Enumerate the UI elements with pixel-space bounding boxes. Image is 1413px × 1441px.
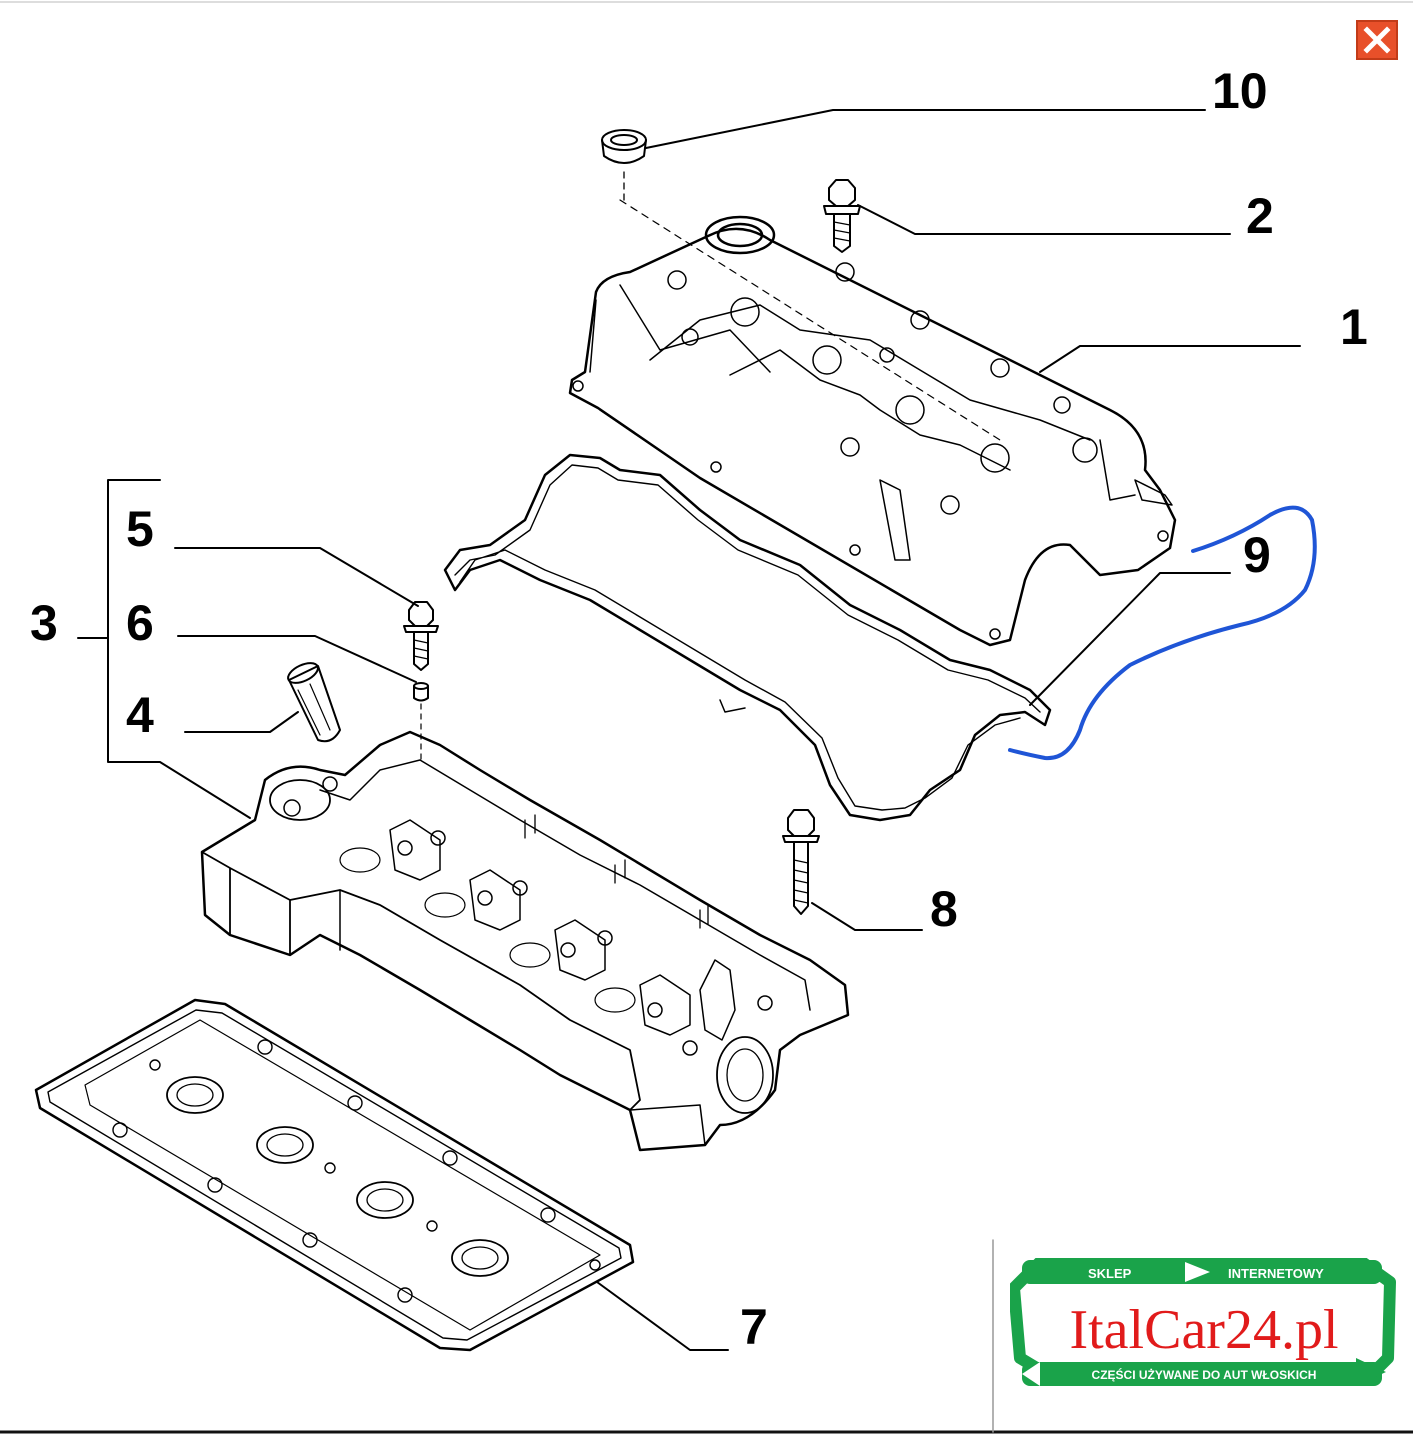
callout-2: 2 bbox=[1246, 188, 1274, 244]
callout-7: 7 bbox=[740, 1299, 768, 1355]
logo-text-sklep: SKLEP bbox=[1088, 1266, 1132, 1281]
part-9-cover-gasket bbox=[443, 453, 1052, 822]
part-10-oil-cap bbox=[601, 129, 647, 206]
logo-arrow-frame bbox=[1010, 1258, 1396, 1386]
callout-8: 8 bbox=[930, 881, 958, 937]
callout-6: 6 bbox=[126, 595, 154, 651]
part-5-bolt bbox=[403, 601, 439, 671]
callout-1: 1 bbox=[1340, 299, 1368, 355]
logo-text-internetowy: INTERNETOWY bbox=[1228, 1266, 1324, 1281]
shop-logo: SKLEP INTERNETOWY ItalCar24.pl CZĘŚCI UŻ… bbox=[1010, 1258, 1398, 1390]
callout-9: 9 bbox=[1243, 527, 1271, 583]
part-6-dowel bbox=[413, 682, 429, 761]
leader-9 bbox=[1029, 572, 1231, 706]
leader-lines bbox=[77, 109, 1301, 1351]
bracket-3 bbox=[107, 479, 251, 819]
logo-brand-name: ItalCar24.pl bbox=[1069, 1299, 1339, 1361]
part-8-bolt bbox=[782, 809, 820, 915]
blue-highlight-stroke bbox=[1008, 505, 1317, 761]
callout-10: 10 bbox=[1212, 63, 1268, 119]
leader-7 bbox=[596, 1281, 729, 1351]
leader-5 bbox=[174, 547, 419, 607]
logo-tagline: CZĘŚCI UŻYWANE DO AUT WŁOSKICH bbox=[1091, 1368, 1317, 1382]
callout-3: 3 bbox=[30, 595, 58, 651]
part-1-valve-cover bbox=[568, 199, 1177, 647]
leader-8 bbox=[811, 902, 923, 931]
close-x-icon bbox=[1363, 26, 1391, 54]
callout-4: 4 bbox=[126, 687, 154, 743]
leader-4 bbox=[184, 711, 299, 733]
leader-2 bbox=[857, 204, 1231, 235]
leader-1 bbox=[1039, 345, 1301, 373]
part-2-bolt bbox=[823, 179, 861, 253]
leader-10 bbox=[645, 109, 1206, 149]
part-4-sleeve bbox=[287, 662, 341, 743]
part-7-head-gasket bbox=[34, 998, 635, 1352]
part-3-cylinder-head bbox=[200, 730, 850, 1152]
leader-6 bbox=[177, 635, 417, 683]
callout-5: 5 bbox=[126, 501, 154, 557]
close-button[interactable] bbox=[1356, 20, 1398, 60]
